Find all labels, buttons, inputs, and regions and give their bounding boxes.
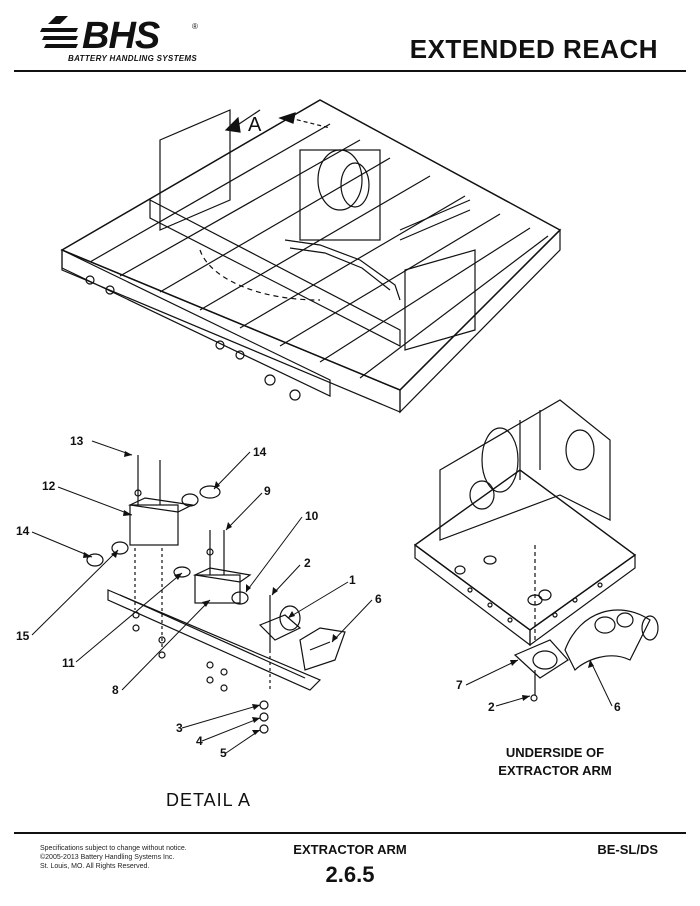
callout-14-top: 14	[253, 445, 267, 459]
view-arrow-label: A	[248, 114, 262, 136]
footer-rule	[14, 832, 686, 834]
footer-model: BE-SL/DS	[597, 842, 658, 857]
logo-wordmark: BHS	[82, 15, 160, 57]
callout-7: 7	[456, 678, 463, 692]
callout-8: 8	[112, 683, 119, 697]
page-title: EXTENDED REACH	[409, 34, 658, 64]
callout-15: 15	[16, 629, 30, 643]
callout-2: 2	[304, 556, 311, 570]
footer-notice-line3: St. Louis, MO. All Rights Reserved.	[40, 863, 150, 870]
callout-9: 9	[264, 484, 271, 498]
logo-tagline: BATTERY HANDLING SYSTEMS	[68, 54, 197, 63]
underside-label-line2: EXTRACTOR ARM	[498, 763, 612, 778]
callout-11: 11	[62, 656, 75, 670]
callout-10: 10	[305, 509, 319, 523]
underside-drawing	[413, 399, 659, 702]
callout-6-underside: 6	[614, 700, 621, 714]
footer-section-title: EXTRACTOR ARM	[293, 842, 407, 857]
leader-lines	[31, 440, 613, 754]
callout-5: 5	[220, 746, 227, 760]
logo-speed-lines-icon	[40, 16, 78, 48]
header-rule	[14, 70, 686, 72]
main-frame-drawing	[60, 99, 562, 414]
underside-label: UNDERSIDE OF EXTRACTOR ARM	[480, 744, 630, 780]
leader-arrowheads	[83, 451, 594, 735]
callout-6: 6	[375, 592, 382, 606]
detail-a-label: DETAIL A	[166, 790, 252, 810]
logo-registered-mark: ®	[192, 22, 198, 31]
footer-notice-line1: Specifications subject to change without…	[40, 845, 187, 852]
underside-label-line1: UNDERSIDE OF	[505, 745, 605, 760]
callout-4: 4	[196, 734, 203, 748]
footer-section-number: 2.6.5	[325, 862, 375, 887]
callout-3: 3	[176, 721, 183, 735]
footer-notice-line2: ©2005-2013 Battery Handling Systems Inc.	[40, 854, 175, 861]
callout-14-left: 14	[16, 524, 30, 538]
callout-13: 13	[70, 434, 84, 448]
bhs-logo: BHS ® BATTERY HANDLING SYSTEMS	[38, 14, 208, 70]
detail-a-drawing	[86, 455, 346, 734]
callout-12: 12	[42, 479, 56, 493]
callout-2-underside: 2	[488, 700, 495, 714]
footer-notice: Specifications subject to change without…	[40, 844, 187, 871]
callout-1: 1	[349, 573, 356, 587]
